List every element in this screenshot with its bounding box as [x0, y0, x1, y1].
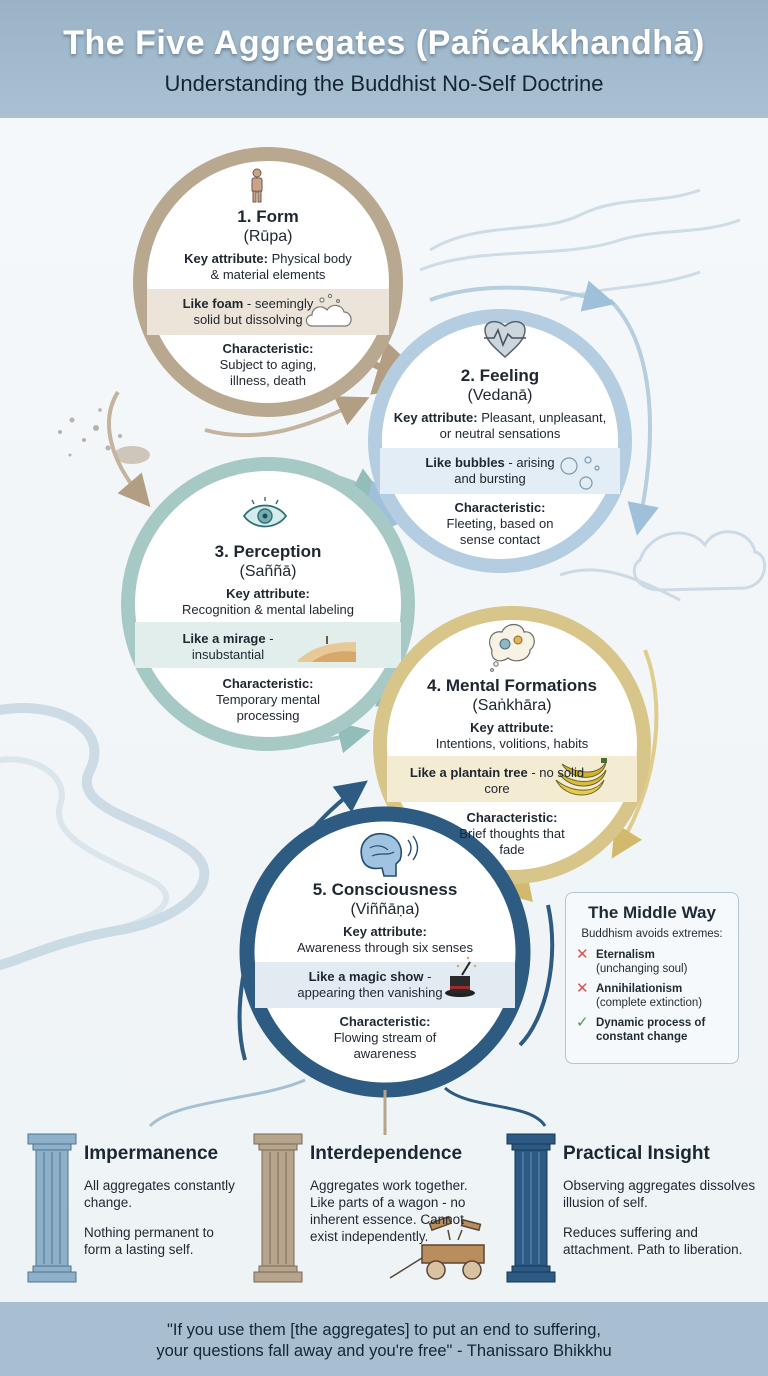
- perception-characteristic: Characteristic:Temporary mental processi…: [215, 676, 321, 723]
- impermanence-text-1: All aggregates constantly change.: [84, 1178, 235, 1210]
- arrow-consciousness-right: [518, 904, 555, 1047]
- eye-icon: [242, 497, 288, 528]
- arrow-feeling-loop: [429, 280, 616, 312]
- consciousness-title: 5. Consciousness: [312, 880, 458, 899]
- consciousness-pali: (Viññāṇa): [350, 901, 420, 918]
- form-pali: (Rūpa): [243, 228, 293, 245]
- feeling-band: [380, 448, 620, 494]
- quote-footer: "If you use them [the aggregates] to put…: [0, 1302, 768, 1376]
- middle-way-item-eternalism: ✕ Eternalism(unchanging soul): [576, 946, 688, 975]
- wind-swirl-decoration: [419, 188, 741, 302]
- thought-gears-icon: [489, 623, 535, 672]
- consciousness-band: [255, 962, 515, 1008]
- practical-insight-text-2: Reduces suffering and attachment. Path t…: [563, 1225, 743, 1257]
- impermanence-title: Impermanence: [84, 1143, 219, 1164]
- impermanence-pillar-icon: [27, 1133, 77, 1283]
- river-decoration: [0, 703, 210, 970]
- practical-insight-pillar-icon: [506, 1133, 556, 1283]
- interdependence-title: Interdependence: [310, 1143, 463, 1164]
- form-ring: [133, 147, 403, 417]
- magic-hat-icon: [445, 956, 477, 997]
- connector-practical-insight: [444, 1086, 547, 1127]
- mirage-icon: [298, 636, 356, 662]
- heart-pulse-icon: [484, 320, 526, 359]
- middle-way-item-dynamic-process: ✓ Dynamic process of constant change: [576, 1014, 706, 1043]
- aggregate-mental-formations: 4. Mental Formations (Saṅkhāra) Key attr…: [397, 676, 627, 858]
- impermanence-text-2: Nothing permanent to form a lasting self…: [84, 1225, 214, 1257]
- practical-insight-title: Practical Insight: [563, 1143, 710, 1164]
- perception-simile: Like a mirage - insubstantial: [182, 631, 274, 662]
- page-subtitle: Understanding the Buddhist No-Self Doctr…: [164, 71, 604, 96]
- aggregate-consciousness: 5. Consciousness (Viññāṇa) Key attribute…: [265, 880, 505, 1062]
- quote-line-2: your questions fall away and you're free…: [156, 1342, 612, 1360]
- formations-simile: Like a plantain tree - no solid core: [409, 765, 585, 796]
- page-title: The Five Aggregates (Pañcakkhandhā): [63, 24, 705, 62]
- feeling-characteristic: Characteristic:Fleeting, based on sense …: [446, 500, 554, 547]
- form-title: 1. Form: [237, 207, 299, 226]
- banana-icon: [555, 758, 607, 796]
- middle-way-subtitle: Buddhism avoids extremes:: [581, 928, 723, 940]
- formations-title: 4. Mental Formations: [426, 676, 598, 695]
- pillar-interdependence: Interdependence Aggregates work together…: [310, 1143, 490, 1258]
- feeling-title: 2. Feeling: [460, 366, 540, 385]
- foam-icon: [305, 293, 352, 327]
- cloud-decoration: [559, 530, 767, 602]
- pillar-impermanence: Impermanence All aggregates constantly c…: [84, 1143, 244, 1271]
- aggregate-perception: 3. Perception (Saññā) Key attribute:Reco…: [150, 542, 386, 724]
- arrow-formations-out: [611, 649, 659, 859]
- formations-characteristic: Characteristic:Brief thoughts that fade: [459, 810, 565, 857]
- feeling-pali: (Vedanā): [467, 387, 533, 404]
- formations-pali: (Saṅkhāra): [472, 697, 552, 714]
- perception-title: 3. Perception: [214, 542, 322, 561]
- formations-ring: [373, 606, 651, 884]
- arrow-feeling-out: [608, 298, 659, 536]
- form-characteristic: Characteristic:Subject to aging, illness…: [219, 341, 317, 388]
- formations-key-attribute: Key attribute:Intentions, volitions, hab…: [435, 720, 589, 751]
- middle-way-item-annihilationism: ✕ Annihilationism(complete extinction): [576, 980, 703, 1009]
- quote-text: "If you use them [the aggregates] to put…: [0, 1302, 768, 1362]
- brain-head-icon: [360, 833, 419, 877]
- pillar-practical-insight: Practical Insight Observing aggregates d…: [563, 1143, 758, 1271]
- cross-icon: ✕: [576, 946, 589, 963]
- header: The Five Aggregates (Pañcakkhandhā) Unde…: [0, 0, 768, 118]
- bubbles-icon: [560, 456, 600, 490]
- feeling-key-attribute: Key attribute: Pleasant, unpleasant, or …: [393, 410, 607, 441]
- interdependence-pillar-icon: [253, 1133, 303, 1283]
- interdependence-text: Aggregates work together. Like parts of …: [310, 1178, 468, 1244]
- checkmark-icon: ✓: [576, 1014, 589, 1031]
- middle-way-title: The Middle Way: [588, 903, 716, 922]
- cross-icon: ✕: [576, 980, 589, 997]
- connector-impermanence: [148, 1078, 306, 1128]
- quote-line-1: "If you use them [the aggregates] to put…: [167, 1321, 601, 1339]
- perception-pali: (Saññā): [239, 563, 297, 580]
- aggregate-form: 1. Form (Rūpa) Key attribute: Physical b…: [158, 207, 378, 389]
- consciousness-key-attribute: Key attribute:Awareness through six sens…: [296, 924, 474, 955]
- form-key-attribute: Key attribute: Physical body & material …: [184, 251, 352, 282]
- feeling-simile: Like bubbles - arising and bursting: [425, 455, 555, 486]
- perception-ring: [121, 457, 415, 751]
- aggregate-feeling: 2. Feeling (Vedanā) Key attribute: Pleas…: [390, 366, 610, 548]
- arrow-form-to-perception: [107, 390, 151, 508]
- dust-particles-decoration: [58, 408, 150, 464]
- middle-way-panel: The Middle Way Buddhism avoids extremes:…: [565, 892, 739, 1064]
- perception-band: [135, 622, 401, 668]
- consciousness-simile: Like a magic show - appearing then vanis…: [297, 969, 443, 1000]
- practical-insight-text-1: Observing aggregates dissolves illusion …: [563, 1178, 756, 1210]
- person-icon: [251, 168, 263, 203]
- perception-key-attribute: Key attribute:Recognition & mental label…: [182, 586, 354, 617]
- form-simile: Like foam - seemingly solid but dissolvi…: [182, 296, 314, 327]
- consciousness-characteristic: Characteristic:Flowing stream of awarene…: [333, 1014, 437, 1061]
- form-band: [147, 289, 389, 335]
- arrow-form-loop: [204, 396, 370, 438]
- wagon-icon: [389, 1215, 485, 1280]
- feeling-ring: [368, 309, 632, 573]
